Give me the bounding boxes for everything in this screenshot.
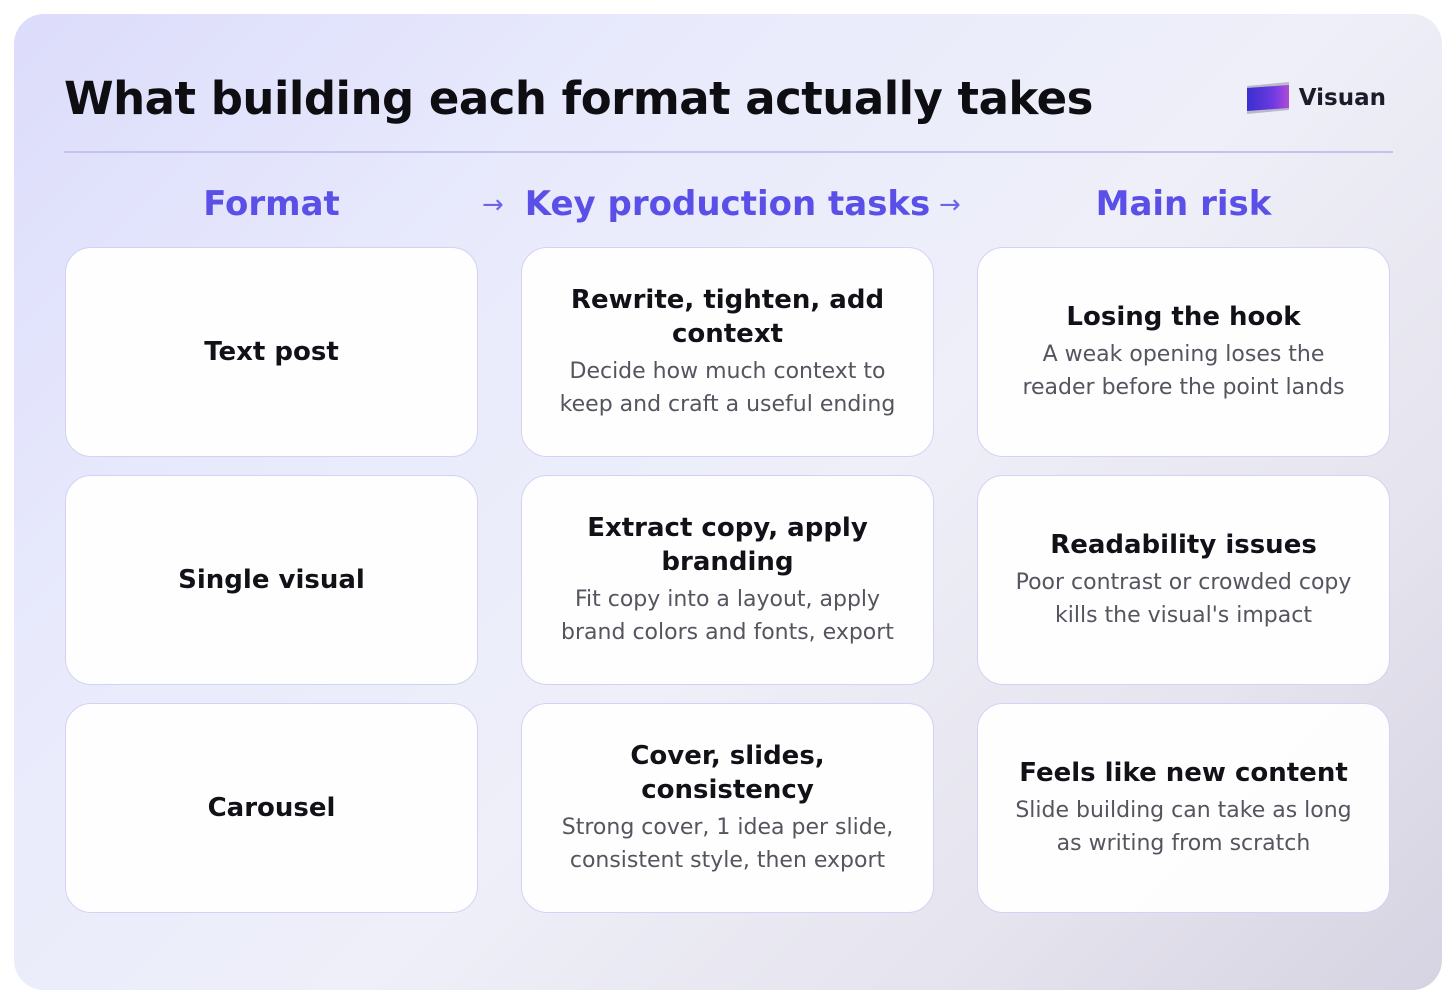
logo-mark-icon bbox=[1246, 82, 1289, 114]
format-label: Carousel bbox=[207, 793, 336, 823]
arrow-icon: → bbox=[482, 190, 504, 220]
title-divider bbox=[64, 151, 1393, 153]
task-title: Rewrite, tighten, add context bbox=[570, 285, 885, 349]
format-card: Single visual bbox=[65, 475, 478, 685]
task-description: Strong cover, 1 idea per slide, consiste… bbox=[561, 815, 894, 873]
risk-title: Feels like new content bbox=[1019, 758, 1348, 788]
task-title: Extract copy, apply branding bbox=[587, 513, 868, 577]
brand-logo: Visuan bbox=[1245, 80, 1386, 116]
format-card: Text post bbox=[65, 247, 478, 457]
format-label: Text post bbox=[204, 337, 339, 367]
risk-title: Readability issues bbox=[1050, 530, 1317, 560]
risk-title: Losing the hook bbox=[1066, 302, 1301, 332]
risk-card: Readability issues Poor contrast or crow… bbox=[977, 475, 1390, 685]
risk-description: Slide building can take as long as writi… bbox=[1015, 798, 1352, 856]
task-card: Rewrite, tighten, add context Decide how… bbox=[521, 247, 934, 457]
risk-card: Feels like new content Slide building ca… bbox=[977, 703, 1390, 913]
task-description: Decide how much context to keep and craf… bbox=[559, 359, 896, 417]
column-header-risk: Main risk bbox=[1095, 184, 1272, 224]
arrow-icon: → bbox=[939, 190, 961, 220]
risk-description: Poor contrast or crowded copy kills the … bbox=[1015, 570, 1352, 628]
format-label: Single visual bbox=[178, 565, 365, 595]
task-description: Fit copy into a layout, apply brand colo… bbox=[561, 587, 894, 645]
column-header-format: Format bbox=[203, 184, 340, 224]
task-title: Cover, slides, consistency bbox=[630, 741, 825, 805]
risk-card: Losing the hook A weak opening loses the… bbox=[977, 247, 1390, 457]
page-title: What building each format actually takes bbox=[64, 72, 1093, 125]
column-header-tasks: Key production tasks bbox=[524, 184, 931, 224]
task-card: Extract copy, apply branding Fit copy in… bbox=[521, 475, 934, 685]
risk-description: A weak opening loses the reader before t… bbox=[1022, 342, 1345, 400]
task-card: Cover, slides, consistency Strong cover,… bbox=[521, 703, 934, 913]
brand-name: Visuan bbox=[1298, 85, 1386, 111]
infographic-panel: What building each format actually takes… bbox=[14, 14, 1442, 990]
format-card: Carousel bbox=[65, 703, 478, 913]
